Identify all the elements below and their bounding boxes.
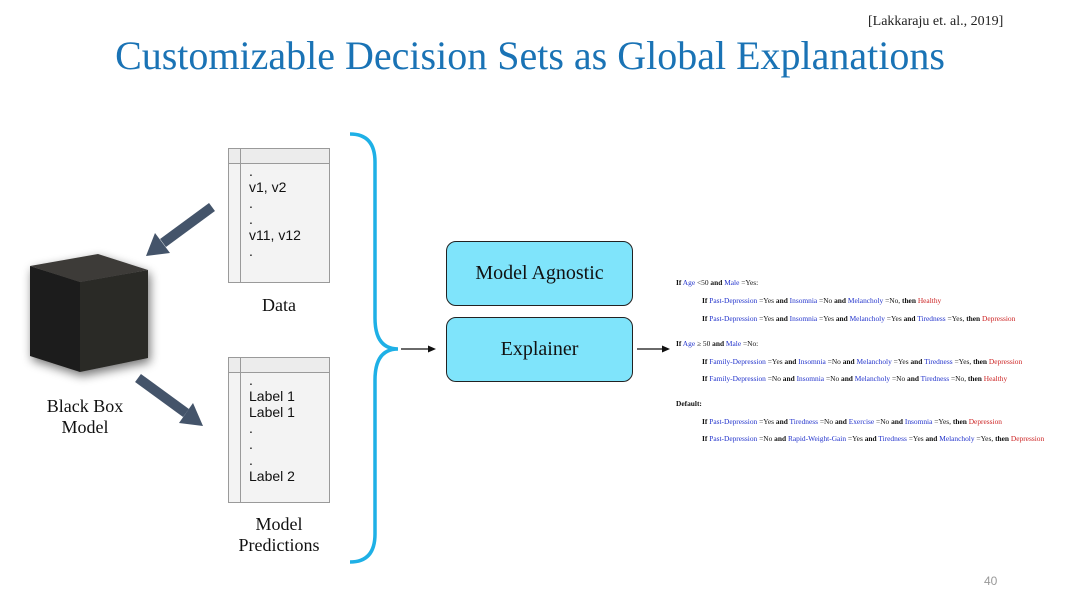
black-box-label: Black Box Model [20, 396, 150, 438]
predictions-table-cell: . [249, 372, 253, 388]
arrow-brace-to-explainer [401, 345, 436, 353]
data-table-header [229, 149, 329, 164]
predictions-table-cell: Label 1 [249, 404, 295, 420]
predictions-caption-line1: Model [255, 514, 303, 534]
slide-title: Customizable Decision Sets as Global Exp… [115, 33, 945, 78]
arrow-data-to-model [146, 202, 215, 256]
black-box-label-line1: Black Box [46, 396, 124, 416]
black-box-label-line2: Model [61, 417, 109, 437]
predictions-table-cell: . [249, 420, 253, 436]
data-table-cell: . [249, 243, 253, 259]
data-table-caption: Data [262, 295, 296, 315]
arrow-model-to-predictions [135, 373, 203, 426]
arrow-explainer-to-rules [637, 345, 670, 353]
predictions-table-cell: Label 1 [249, 388, 295, 404]
rule-default-label: Default: [676, 399, 702, 408]
rule-group-1-condition: If Age <50 and Male =Yes: [676, 278, 759, 287]
data-table: . v1, v2 . . v11, v12 . [228, 148, 330, 283]
predictions-table: . Label 1 Label 1 . . . Label 2 [228, 357, 330, 503]
data-table-cell: v1, v2 [249, 179, 287, 195]
data-table-cells: . v1, v2 . . v11, v12 . [249, 163, 327, 259]
citation: [Lakkaraju et. al., 2019] [868, 14, 1004, 29]
rule-group-2-condition: If Age ≥ 50 and Male =No: [676, 339, 759, 348]
rule-3-1: If Past-Depression =Yes and Tiredness =N… [702, 417, 1002, 426]
page-number: 40 [984, 574, 998, 588]
black-box-cube-icon [30, 254, 148, 372]
predictions-table-cell: . [249, 452, 253, 468]
data-table-cell: . [249, 163, 253, 179]
data-table-divider [240, 149, 241, 282]
model-agnostic-box: Model Agnostic [446, 241, 633, 306]
predictions-caption-line2: Predictions [238, 535, 320, 555]
predictions-table-cell: Label 2 [249, 468, 295, 484]
data-table-cell: . [249, 195, 253, 211]
rule-2-2: If Family-Depression =No and Insomnia =N… [702, 374, 1008, 383]
explainer-box: Explainer [446, 317, 633, 382]
predictions-table-divider [240, 358, 241, 502]
data-table-cell: v11, v12 [249, 227, 301, 243]
predictions-table-cells: . Label 1 Label 1 . . . Label 2 [249, 372, 327, 484]
rule-1-1: If Past-Depression =Yes and Insomnia =No… [702, 296, 942, 305]
rule-3-2: If Past-Depression =No and Rapid-Weight-… [702, 434, 1045, 443]
rule-2-1: If Family-Depression =Yes and Insomnia =… [702, 357, 1023, 366]
predictions-table-header [229, 358, 329, 373]
predictions-table-caption: Model Predictions [208, 514, 350, 556]
data-table-cell: . [249, 211, 253, 227]
curly-brace [349, 132, 399, 564]
rule-1-2: If Past-Depression =Yes and Insomnia =Ye… [702, 314, 1016, 323]
predictions-table-cell: . [249, 436, 253, 452]
